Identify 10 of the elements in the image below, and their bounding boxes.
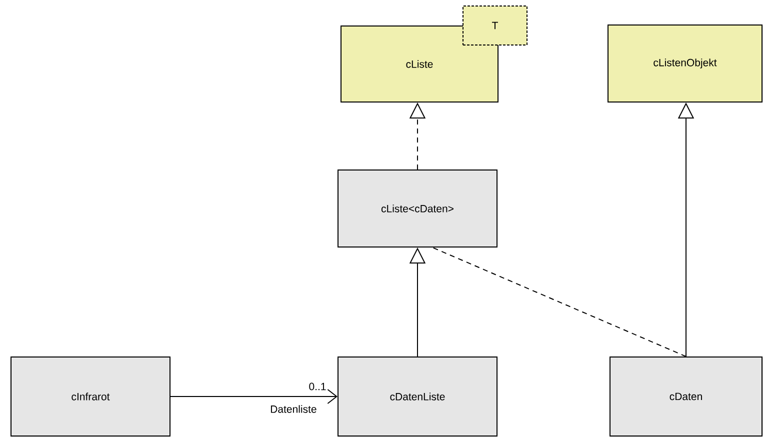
connector (432, 247, 686, 357)
multiplicity-label: 0..1 (308, 382, 328, 392)
class-box: cDaten (610, 356, 762, 436)
class-box: cListenObjekt (608, 24, 762, 102)
role-label: Datenliste (269, 404, 318, 414)
class-box: cListe<cDaten> (338, 170, 498, 248)
template-parameter-box: T (462, 6, 528, 46)
class-box: cInfrarot (10, 356, 170, 436)
class-box: cDatenListe (338, 356, 498, 436)
connector (170, 389, 338, 404)
